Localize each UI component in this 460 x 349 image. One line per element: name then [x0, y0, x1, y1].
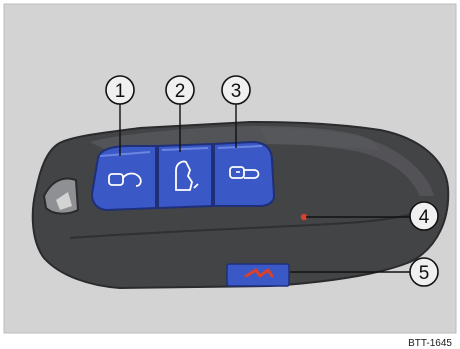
button-boot[interactable]: [158, 144, 212, 208]
callout-4: 4: [410, 202, 438, 230]
svg-text:5: 5: [419, 263, 430, 284]
figure-code: BTT-1645: [408, 338, 452, 349]
svg-text:2: 2: [175, 81, 186, 102]
callout-3: 3: [222, 76, 250, 104]
svg-text:3: 3: [231, 81, 242, 102]
button-lock[interactable]: [214, 142, 274, 206]
key-bit-release-button[interactable]: [227, 264, 289, 286]
callout-5: 5: [410, 258, 438, 286]
callout-1: 1: [106, 76, 134, 104]
svg-text:4: 4: [419, 207, 430, 228]
callout-2: 2: [166, 76, 194, 104]
button-unlock[interactable]: [92, 146, 156, 210]
svg-text:1: 1: [115, 81, 126, 102]
